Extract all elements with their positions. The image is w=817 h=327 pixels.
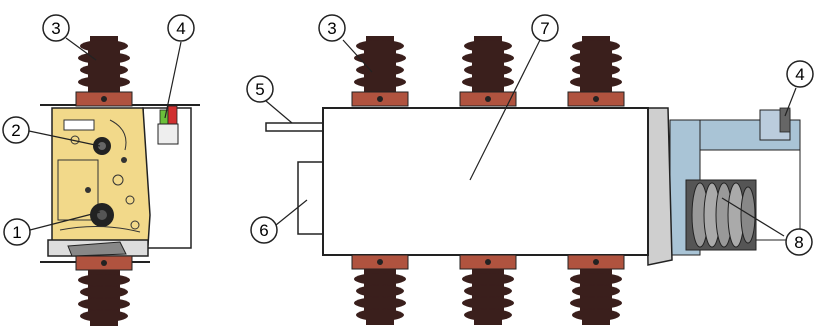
svg-text:3: 3 — [51, 19, 60, 38]
svg-text:4: 4 — [795, 65, 804, 84]
callout-2: 2 — [2, 116, 30, 144]
callout-5: 5 — [246, 75, 274, 103]
svg-text:8: 8 — [794, 233, 803, 252]
svg-text:3: 3 — [327, 19, 336, 38]
flange — [645, 107, 673, 266]
front-view — [40, 35, 200, 327]
spring-assembly — [685, 179, 757, 251]
callout-6: 6 — [250, 216, 278, 244]
svg-text:6: 6 — [259, 221, 268, 240]
callout-4-right: 4 — [786, 60, 814, 88]
svg-text:7: 7 — [540, 19, 549, 38]
callout-8: 8 — [785, 228, 813, 256]
svg-text:5: 5 — [255, 80, 264, 99]
callout-3-left: 3 — [42, 14, 70, 42]
svg-text:2: 2 — [11, 121, 20, 140]
callout-3-right: 3 — [318, 14, 346, 42]
leader-lines — [28, 37, 797, 237]
rod — [265, 122, 324, 132]
end-block — [297, 161, 324, 235]
svg-text:1: 1 — [12, 223, 21, 242]
side-view — [265, 35, 801, 326]
callout-7: 7 — [531, 14, 559, 42]
svg-text:4: 4 — [176, 19, 185, 38]
main-body — [322, 107, 649, 256]
callout-4-left: 4 — [167, 14, 195, 42]
callout-1: 1 — [3, 218, 31, 246]
